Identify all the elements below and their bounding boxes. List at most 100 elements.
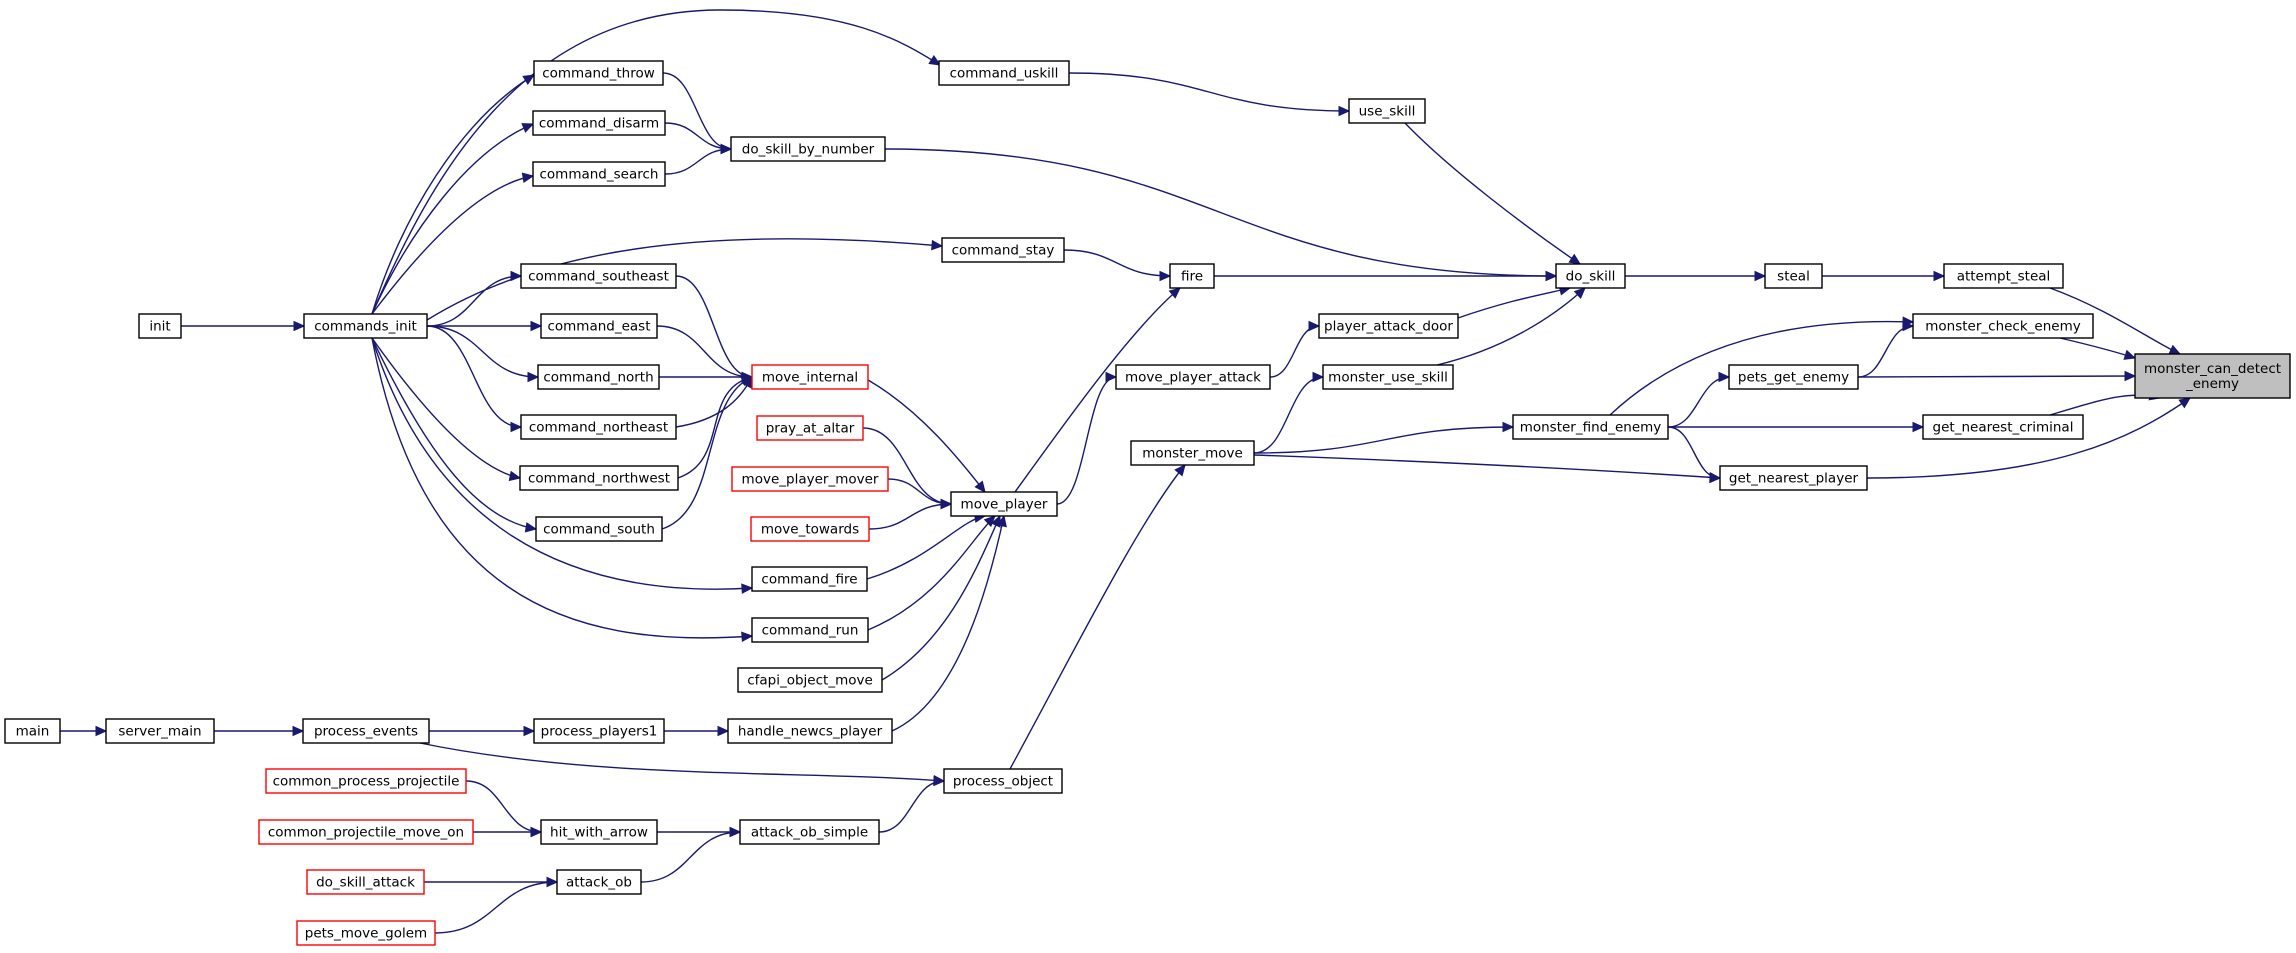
node-get-nearest-criminal[interactable]: get_nearest_criminal: [1922, 414, 2084, 440]
edge-arrowhead: [1933, 270, 1946, 282]
node-command-stay[interactable]: command_stay: [941, 237, 1065, 263]
node-do-skill-by-number[interactable]: do_skill_by_number: [730, 136, 886, 162]
edge-line: [1253, 454, 1721, 479]
edge-arrowhead: [1902, 320, 1915, 332]
node-move-player[interactable]: move_player: [950, 491, 1058, 517]
edge-line: [371, 337, 753, 590]
node-move-player-mover[interactable]: move_player_mover: [731, 466, 889, 492]
edge-monster_find_enemy-to-pets_get_enemy: [1667, 371, 1731, 428]
node-pets-get-enemy[interactable]: pets_get_enemy: [1728, 364, 1859, 390]
node-move-towards[interactable]: move_towards: [750, 516, 870, 542]
node-monster-move[interactable]: monster_move: [1130, 440, 1255, 466]
edge-line: [662, 72, 732, 150]
node-move-internal[interactable]: move_internal: [751, 364, 869, 390]
node-label: command_throw: [542, 66, 655, 82]
node-box: [1318, 313, 1459, 339]
node-player-attack-door[interactable]: player_attack_door: [1318, 313, 1459, 339]
node-process-players1[interactable]: process_players1: [533, 718, 665, 744]
node-label: steal: [1777, 269, 1810, 285]
edge-line: [1014, 287, 1181, 493]
node-label: monster_can_detect: [2144, 361, 2281, 377]
edge-line: [1009, 464, 1186, 770]
node-command-disarm[interactable]: command_disarm: [532, 110, 666, 136]
edge-line: [1609, 320, 1914, 416]
node-use-skill[interactable]: use_skill: [1348, 98, 1426, 124]
node-handle-newcs-player[interactable]: handle_newcs_player: [727, 718, 893, 744]
node-box: [1719, 465, 1868, 491]
edge-command_run-to-move_player: [867, 515, 996, 631]
node-common-projectile-move-on[interactable]: common_projectile_move_on: [258, 819, 474, 845]
node-label: get_nearest_criminal: [1933, 420, 2074, 436]
edge-arrowhead: [1709, 472, 1722, 483]
node-box: [730, 136, 886, 162]
node-label: process_players1: [541, 724, 658, 740]
edge-move_player-to-move_player_attack: [1056, 371, 1118, 505]
edge-arrowhead: [1105, 371, 1118, 383]
edge-arrowhead: [1545, 270, 1558, 282]
node-do-skill[interactable]: do_skill: [1555, 263, 1626, 289]
node-cfapi-object-move[interactable]: cfapi_object_move: [737, 667, 883, 693]
node-mcde[interactable]: monster_can_detect_enemy: [2134, 353, 2291, 399]
edge-arrowhead: [530, 320, 543, 332]
node-attempt-steal[interactable]: attempt_steal: [1943, 263, 2064, 289]
edge-fire-to-do_skill: [1214, 270, 1558, 282]
node-command-search[interactable]: command_search: [532, 161, 666, 187]
node-box: [756, 415, 864, 441]
node-box: [296, 920, 436, 946]
node-init[interactable]: init: [138, 313, 182, 339]
edge-arrowhead: [2124, 370, 2137, 382]
node-commands-init[interactable]: commands_init: [303, 313, 428, 339]
node-command-southeast[interactable]: command_southeast: [520, 263, 677, 289]
node-label: command_fire: [761, 572, 857, 588]
node-command-south[interactable]: command_south: [535, 516, 663, 542]
edge-arrowhead: [293, 320, 306, 332]
node-steal[interactable]: steal: [1764, 263, 1823, 289]
node-command-northeast[interactable]: command_northeast: [520, 414, 677, 440]
node-hit-with-arrow[interactable]: hit_with_arrow: [540, 819, 658, 845]
node-attack-ob-simple[interactable]: attack_ob_simple: [739, 819, 880, 845]
node-command-throw[interactable]: command_throw: [533, 60, 664, 86]
node-box: [302, 718, 430, 744]
node-command-northwest[interactable]: command_northwest: [519, 465, 679, 491]
edge-command_northwest-to-move_internal: [677, 374, 754, 479]
node-command-north[interactable]: command_north: [537, 364, 660, 390]
node-attack-ob[interactable]: attack_ob: [556, 869, 642, 895]
node-pets-move-golem[interactable]: pets_move_golem: [296, 920, 436, 946]
edge-arrowhead: [1174, 464, 1186, 477]
node-label: command_northwest: [528, 471, 670, 487]
node-get-nearest-player[interactable]: get_nearest_player: [1719, 465, 1868, 491]
node-command-east[interactable]: command_east: [540, 313, 658, 339]
node-box: [105, 718, 215, 744]
node-do-skill-attack[interactable]: do_skill_attack: [306, 869, 425, 895]
edge-arrowhead: [508, 470, 522, 482]
edge-arrowhead: [928, 54, 942, 66]
node-move-player-attack[interactable]: move_player_attack: [1115, 364, 1271, 390]
node-process-events[interactable]: process_events: [302, 718, 430, 744]
edge-arrowhead: [524, 522, 538, 533]
node-monster-check-enemy[interactable]: monster_check_enemy: [1912, 313, 2094, 339]
edge-arrowhead: [521, 172, 535, 183]
edge-arrowhead: [292, 725, 305, 737]
node-command-run[interactable]: command_run: [751, 617, 869, 643]
edge-arrowhead: [1573, 287, 1586, 299]
node-label: move_player_mover: [742, 472, 879, 488]
edge-command_north-to-move_internal: [659, 371, 754, 383]
node-process-object[interactable]: process_object: [943, 768, 1063, 794]
node-fire[interactable]: fire: [1169, 263, 1215, 289]
node-command-uskill[interactable]: command_uskill: [938, 60, 1070, 86]
edge-line: [1269, 325, 1320, 378]
node-pray-at-altar[interactable]: pray_at_altar: [756, 415, 864, 441]
node-server-main[interactable]: server_main: [105, 718, 215, 744]
node-monster-use-skill[interactable]: monster_use_skill: [1322, 364, 1454, 390]
node-label: player_attack_door: [1324, 319, 1453, 335]
node-box: [750, 516, 870, 542]
node-label: command_uskill: [950, 66, 1059, 82]
edge-process_events-to-process_object: [419, 742, 946, 786]
node-command-fire[interactable]: command_fire: [751, 566, 868, 592]
node-common-process-projectile[interactable]: common_process_projectile: [265, 768, 467, 794]
edge-line: [371, 74, 535, 315]
edges-layer: [59, 9, 2191, 934]
node-monster-find-enemy[interactable]: monster_find_enemy: [1512, 414, 1669, 440]
edge-commands_init-to-command_disarm: [371, 123, 535, 315]
node-main[interactable]: main: [4, 718, 61, 744]
